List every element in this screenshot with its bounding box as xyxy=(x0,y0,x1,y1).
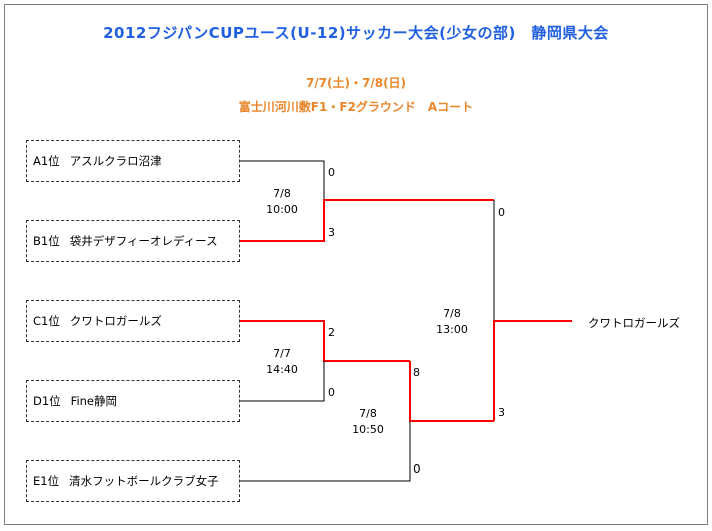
match-1-schedule: 7/8 10:00 xyxy=(256,186,308,218)
team-box-b1: B1位 袋井デザフィーオレディース xyxy=(26,220,240,262)
team-rank: A1位 xyxy=(33,154,60,168)
team-rank: D1位 xyxy=(33,394,61,408)
team-box-c1: C1位 クワトロガールズ xyxy=(26,300,240,342)
match-1-score-bottom: 3 xyxy=(328,226,335,239)
bracket-line-d1 xyxy=(240,361,325,402)
bracket-line-e1 xyxy=(240,421,411,482)
match-date: 7/8 xyxy=(273,187,291,200)
match-date: 7/7 xyxy=(273,347,291,360)
team-name: 清水フットボールクラブ女子 xyxy=(69,474,219,488)
match-final-schedule: 7/8 13:00 xyxy=(426,306,478,338)
team-name: アスルクラロ沼津 xyxy=(69,154,162,168)
match-2-schedule: 7/7 14:40 xyxy=(256,346,308,378)
match-3-schedule: 7/8 10:50 xyxy=(342,406,394,438)
team-box-a1: A1位 アスルクラロ沼津 xyxy=(26,140,240,182)
match-3-score-top: 8 xyxy=(413,366,420,379)
page-title: 2012フジパンCUPユース(U-12)サッカー大会(少女の部) 静岡県大会 xyxy=(103,24,609,42)
bracket-line-semi-win xyxy=(409,361,494,422)
match-date: 7/8 xyxy=(359,407,377,420)
bracket-line-c1-win xyxy=(240,320,410,362)
match-date: 7/8 xyxy=(443,307,461,320)
match-final-score-top: 0 xyxy=(498,206,505,219)
champion-name: クワトロガールズ xyxy=(588,316,680,330)
event-dates: 7/7(土)・7/8(日) xyxy=(305,76,407,90)
bracket-line-a1 xyxy=(240,160,325,200)
team-name: 袋井デザフィーオレディース xyxy=(69,234,218,248)
match-time: 10:00 xyxy=(266,203,298,216)
match-time: 14:40 xyxy=(266,363,298,376)
match-3-score-bottom: 0 xyxy=(413,462,421,476)
match-1-score-top: 0 xyxy=(328,166,335,179)
match-final-score-bottom: 3 xyxy=(498,406,505,419)
team-box-e1: E1位 清水フットボールクラブ女子 xyxy=(26,460,240,502)
match-time: 13:00 xyxy=(436,323,468,336)
page-frame xyxy=(4,4,708,525)
match-time: 10:50 xyxy=(352,423,384,436)
team-name: Fine静岡 xyxy=(70,394,118,408)
match-2-score-top: 2 xyxy=(328,326,335,339)
bracket-line-b1-win xyxy=(240,199,494,242)
match-2-score-bottom: 0 xyxy=(328,386,335,399)
team-rank: E1位 xyxy=(33,474,60,488)
team-box-d1: D1位 Fine静岡 xyxy=(26,380,240,422)
team-rank: C1位 xyxy=(33,314,60,328)
team-rank: B1位 xyxy=(33,234,60,248)
team-name: クワトロガールズ xyxy=(69,314,162,328)
bracket-line-final-win xyxy=(493,320,572,421)
event-venue: 富士川河川敷F1・F2グラウンド Aコート xyxy=(238,100,474,114)
